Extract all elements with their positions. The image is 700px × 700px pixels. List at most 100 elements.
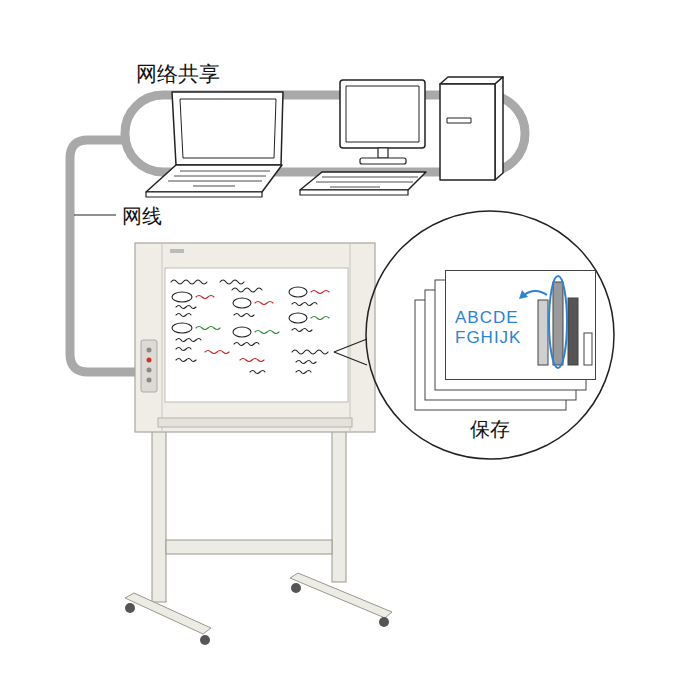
board-scribbles <box>289 313 307 323</box>
whiteboard-stand <box>125 430 392 645</box>
board-scribbles <box>233 298 251 308</box>
whiteboard-stand <box>166 540 332 554</box>
cable-label: 网线 <box>122 203 162 230</box>
electronic-whiteboard <box>147 378 152 383</box>
desktop-computer <box>330 187 380 188</box>
whiteboard-stand <box>290 573 392 618</box>
laptop <box>180 99 276 158</box>
electronic-whiteboard <box>147 358 152 363</box>
electronic-whiteboard <box>147 348 152 353</box>
board-scribbles <box>176 306 196 309</box>
board-scribbles <box>233 327 251 337</box>
board-scribbles <box>205 351 229 354</box>
callout-outline <box>366 211 614 459</box>
board-scribbles <box>196 296 214 299</box>
board-scribbles <box>234 343 259 346</box>
laptop <box>193 186 235 187</box>
saved-pages <box>415 270 596 410</box>
board-scribbles <box>176 359 196 362</box>
whiteboard-stand <box>332 430 346 582</box>
laptop <box>174 176 266 177</box>
board-scribbles <box>289 287 307 297</box>
pc-tower <box>495 77 503 180</box>
callout-title: 保存 <box>365 418 615 441</box>
bar-chart <box>568 298 578 365</box>
desktop-computer <box>300 80 426 195</box>
bar-chart <box>553 282 563 365</box>
pc-tower <box>440 84 495 180</box>
highlight-mark <box>549 276 567 368</box>
whiteboard-stand <box>200 635 210 645</box>
board-scribbles <box>220 280 244 284</box>
page-box: ABCDE FGHIJK <box>445 270 596 380</box>
highlight-mark <box>519 276 567 368</box>
electronic-whiteboard <box>165 268 348 402</box>
board-scribbles <box>196 327 220 330</box>
board-scribbles <box>255 331 279 334</box>
board-scribbles <box>292 329 312 332</box>
callout-pointer <box>334 339 367 352</box>
electronic-whiteboard <box>135 243 375 432</box>
electronic-whiteboard <box>162 243 163 432</box>
network-cable <box>70 140 140 372</box>
pc-tower <box>447 118 471 123</box>
electronic-whiteboard <box>170 249 184 253</box>
highlight-mark <box>524 291 547 295</box>
board-scribbles <box>255 302 273 305</box>
board-scribbles <box>171 280 329 374</box>
board-scribbles <box>311 291 329 294</box>
highlight-mark <box>519 290 528 299</box>
desktop-computer <box>346 86 419 142</box>
laptop <box>146 92 283 197</box>
electronic-whiteboard <box>158 418 352 427</box>
whiteboard-stand <box>291 583 301 593</box>
desktop-computer <box>340 80 425 148</box>
pc-tower <box>440 77 503 180</box>
board-scribbles <box>171 280 207 284</box>
whiteboard-stand <box>152 430 166 602</box>
whiteboard-stand <box>379 617 389 627</box>
laptop <box>168 181 262 182</box>
board-scribbles <box>296 371 311 374</box>
desktop-computer <box>322 177 418 178</box>
electronic-whiteboard <box>141 340 157 392</box>
board-scribbles <box>240 359 264 362</box>
board-scribbles <box>250 371 265 374</box>
board-scribbles <box>232 288 262 292</box>
pc-tower <box>440 77 503 84</box>
whiteboard-stand <box>125 603 135 613</box>
electronic-whiteboard <box>147 368 152 373</box>
whiteboard-stand <box>125 593 211 634</box>
laptop <box>146 192 262 197</box>
board-scribbles <box>234 314 254 317</box>
desktop-computer <box>360 158 406 164</box>
board-scribbles <box>176 348 191 351</box>
board-scribbles <box>292 350 328 354</box>
bar-chart <box>538 300 548 365</box>
board-scribbles <box>292 303 317 306</box>
board-scribbles <box>176 314 191 317</box>
laptop <box>146 165 282 192</box>
board-scribbles <box>172 292 192 302</box>
board-scribbles <box>176 339 201 342</box>
desktop-computer <box>300 190 408 195</box>
callout-pointer <box>334 339 367 365</box>
electronic-whiteboard <box>135 243 375 432</box>
callout-circle: 保存 ABCDE FGHIJK <box>365 210 615 460</box>
saved-pages <box>445 270 596 380</box>
laptop <box>180 171 270 172</box>
handwritten-text: ABCDE FGHIJK <box>455 308 537 349</box>
network-cable <box>70 140 140 372</box>
electronic-whiteboard <box>350 243 351 432</box>
desktop-computer <box>316 182 413 183</box>
network-label: 网络共享 <box>136 60 220 88</box>
bar-chart <box>584 333 592 365</box>
board-scribbles <box>311 317 329 320</box>
network-cable <box>74 214 116 215</box>
desktop-computer <box>378 148 388 158</box>
board-scribbles <box>296 361 316 364</box>
desktop-computer <box>300 172 426 190</box>
callout-pointer <box>334 352 367 365</box>
board-scribbles <box>172 323 192 333</box>
